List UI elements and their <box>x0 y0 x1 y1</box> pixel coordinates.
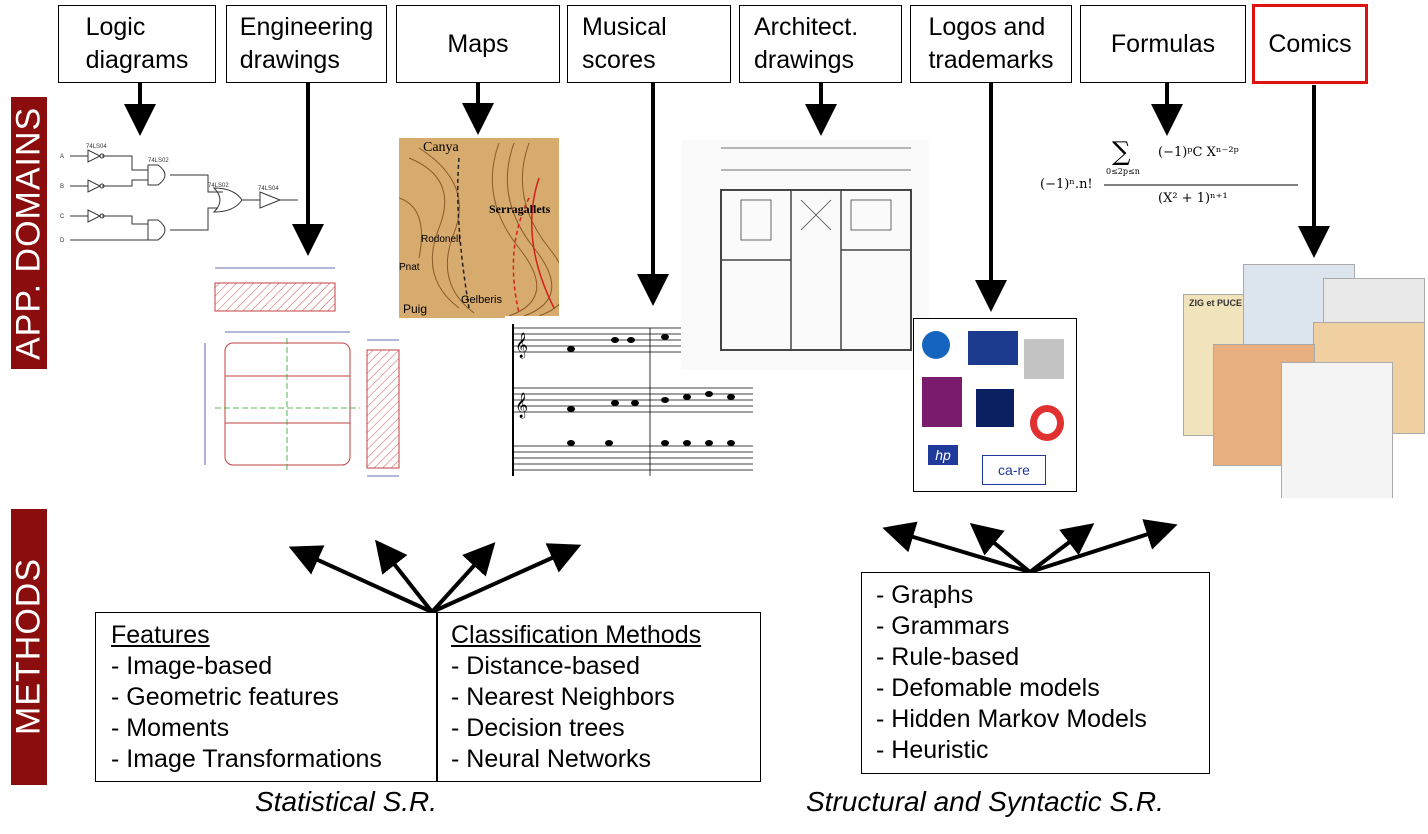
structural-item: - Defomable models <box>876 674 1100 702</box>
domain-label: Engineering drawings <box>239 13 374 74</box>
map-label: Serragallets <box>489 202 551 216</box>
logo-circle-icon <box>922 331 950 359</box>
fan-stat-3 <box>430 542 496 614</box>
domain-box-comics-highlighted: Comics <box>1252 4 1368 84</box>
domain-label: Logos and trademarks <box>928 13 1054 74</box>
svg-text:∑: ∑ <box>1112 137 1131 167</box>
comic-page <box>1281 362 1393 498</box>
domain-label: Logic diagrams <box>85 13 189 74</box>
domain-label: Architect. drawings <box>754 13 859 74</box>
logic-label: 74LS04 <box>86 144 107 150</box>
domain-box-logos-trademarks: Logos and trademarks <box>910 5 1072 83</box>
map-label: Rodonell <box>421 234 461 245</box>
statistical-caption: Statistical S.R. <box>255 786 438 817</box>
logo-square-icon <box>968 331 1018 365</box>
structural-methods-box <box>861 572 1210 774</box>
map-thumbnail: Canya Serragallets Rodonell Pnat Puig Ge… <box>399 138 559 318</box>
logos-thumbnail: hp ca-re <box>913 318 1077 492</box>
logo-hp: hp <box>928 445 958 465</box>
feature-item: - Geometric features <box>111 683 339 711</box>
map-label: Puig <box>403 302 428 316</box>
domain-label: Maps <box>447 29 509 58</box>
comics-thumbnail: ZIG et PUCE <box>1183 262 1426 498</box>
structural-item: - Heuristic <box>876 736 989 764</box>
fan-struct-3 <box>1028 523 1095 574</box>
domain-label: Formulas <box>1110 29 1216 58</box>
fan-struct-1 <box>882 521 1031 574</box>
structural-item: - Grammars <box>876 612 1010 640</box>
logo-star-icon <box>976 389 1014 427</box>
logic-label: A <box>60 154 64 160</box>
domain-box-musical-scores: Musical scores <box>567 5 731 83</box>
features-title: Features <box>111 621 210 649</box>
logo-ring-icon <box>1030 405 1064 441</box>
structural-item: - Hidden Markov Models <box>876 705 1147 733</box>
domain-label: Comics <box>1268 29 1352 58</box>
svg-text:(−1)ᵖC Xⁿ⁻²ᵖ: (−1)ᵖC Xⁿ⁻²ᵖ <box>1158 145 1239 160</box>
logo-uml-icon <box>922 377 962 427</box>
svg-text:(−1)ⁿ.n!: (−1)ⁿ.n! <box>1040 177 1093 192</box>
logo-care: ca-re <box>982 455 1046 485</box>
fan-struct-2 <box>969 522 1032 574</box>
fan-stat-4 <box>431 543 582 614</box>
engineering-drawing-thumbnail <box>204 267 400 477</box>
architectural-drawing-thumbnail <box>681 140 929 370</box>
structural-item: - Graphs <box>876 581 974 609</box>
formula-thumbnail: ∑ 0≤2p≤n (−1)ᵖC Xⁿ⁻²ᵖ (−1)ⁿ.n! (X² + 1)ⁿ… <box>1040 137 1298 206</box>
svg-text:(X² + 1)ⁿ⁺¹: (X² + 1)ⁿ⁺¹ <box>1158 191 1228 206</box>
logic-label: C <box>60 214 65 220</box>
fan-struct-4 <box>1029 519 1178 574</box>
classification-item: - Distance-based <box>451 652 640 680</box>
fan-stat-1 <box>288 545 433 614</box>
structural-list: - Graphs - Grammars - Rule-based - Defom… <box>876 580 1147 766</box>
logic-label: 74LS02 <box>148 158 169 164</box>
map-label: Gelberis <box>461 294 502 306</box>
structural-item: - Rule-based <box>876 643 1020 671</box>
classification-title: Classification Methods <box>451 621 702 649</box>
domain-box-maps: Maps <box>396 5 560 83</box>
feature-item: - Image-based <box>111 652 273 680</box>
logic-label: B <box>60 184 64 190</box>
logic-label: D <box>60 238 65 244</box>
svg-text:0≤2p≤n: 0≤2p≤n <box>1106 167 1140 176</box>
classification-item: - Neural Networks <box>451 745 652 773</box>
map-label: Canya <box>423 140 459 155</box>
fan-stat-2 <box>375 539 434 614</box>
logic-label: 74LS04 <box>258 186 279 192</box>
comic-title: ZIG et PUCE <box>1189 298 1243 308</box>
svg-text:𝄞: 𝄞 <box>515 392 528 418</box>
feature-item: - Moments <box>111 714 230 742</box>
logic-label: 74LS02 <box>208 183 229 189</box>
features-list: Features - Image-based - Geometric featu… <box>111 620 382 775</box>
classification-list: Classification Methods - Distance-based … <box>451 620 701 775</box>
feature-item: - Image Transformations <box>111 745 382 773</box>
svg-text:𝄞: 𝄞 <box>515 332 528 358</box>
domain-box-logic-diagrams: Logic diagrams <box>58 5 216 83</box>
structural-caption: Structural and Syntactic S.R. <box>806 786 1164 817</box>
statistical-methods-box <box>95 612 761 782</box>
domain-box-architect-drawings: Architect. drawings <box>739 5 902 83</box>
domain-box-formulas: Formulas <box>1080 5 1246 83</box>
logo-check-icon <box>1024 339 1064 379</box>
box-divider <box>436 613 438 781</box>
domain-label: Musical scores <box>582 13 667 74</box>
map-label: Pnat <box>399 262 420 273</box>
classification-item: - Nearest Neighbors <box>451 683 675 711</box>
logic-diagram-thumbnail: 74LS04 74LS02 74LS02 74LS04 A B C D <box>60 144 298 244</box>
classification-item: - Decision trees <box>451 714 625 742</box>
domain-box-engineering-drawings: Engineering drawings <box>226 5 387 83</box>
